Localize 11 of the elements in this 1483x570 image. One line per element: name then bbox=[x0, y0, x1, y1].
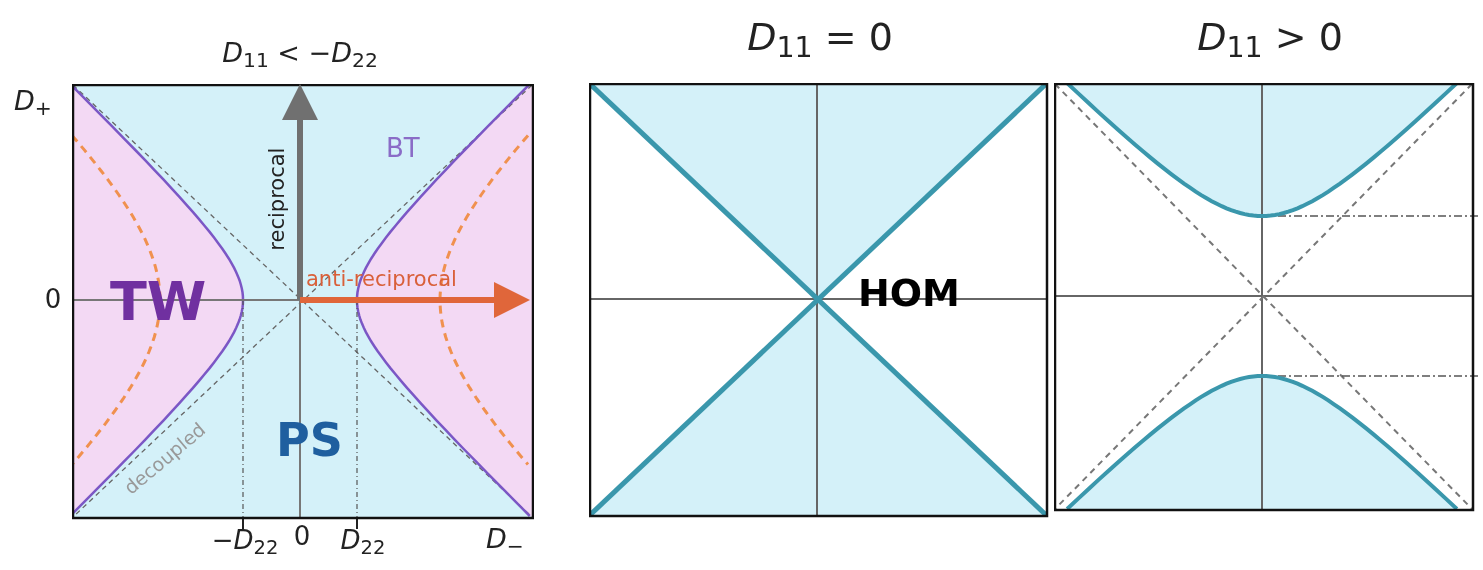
tick-label: 0 bbox=[43, 283, 63, 316]
tick-label: 0 bbox=[292, 520, 312, 553]
panel-title: D$_{11}$ > 0 bbox=[1196, 14, 1344, 62]
axis-label: D$_{−}$ bbox=[486, 522, 525, 556]
region-label: BT bbox=[386, 132, 421, 165]
panel-title: D$_{11}$ = 0 bbox=[746, 14, 894, 62]
axis-label: D$_{+}$ bbox=[14, 84, 53, 118]
arrow-label: reciprocal bbox=[263, 146, 290, 253]
tick-label: −D$_{22}$ bbox=[210, 524, 280, 557]
tick-label: D$_{22}$ bbox=[339, 524, 387, 557]
panel-title: D$_{11}$ < −D$_{22}$ bbox=[221, 36, 379, 70]
